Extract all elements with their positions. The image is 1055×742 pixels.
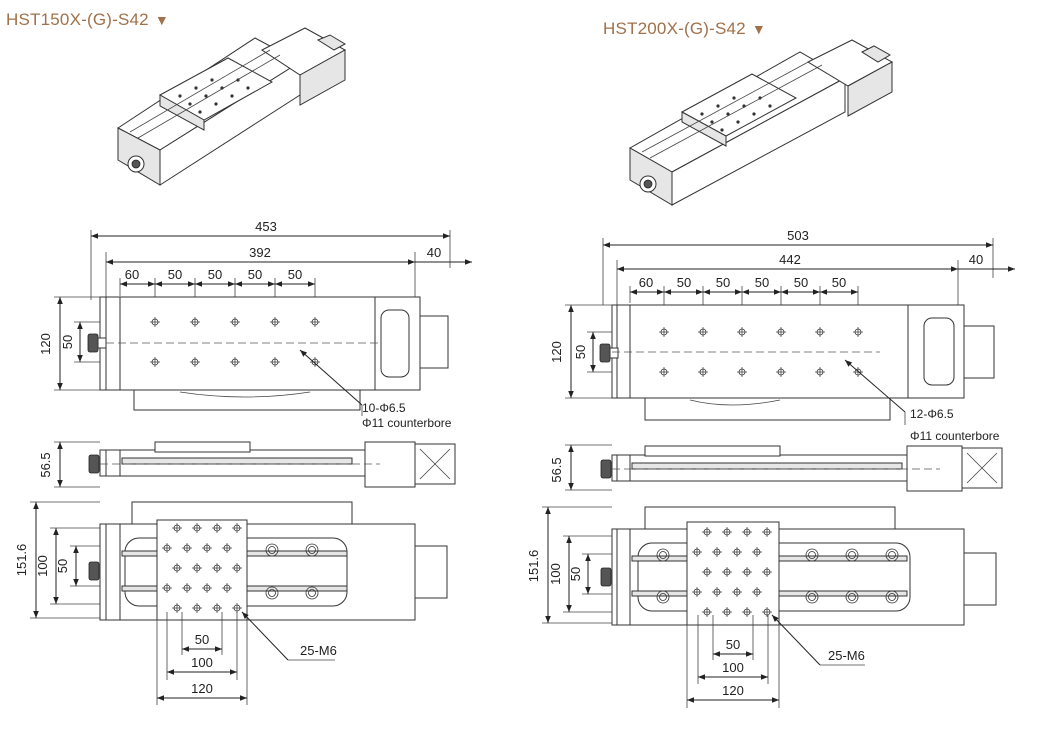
right-side-view bbox=[565, 444, 1003, 492]
right-dim-table-span: 100 bbox=[722, 660, 744, 675]
right-dim-pitch-5: 50 bbox=[832, 275, 846, 290]
right-dim-top-width: 100 bbox=[548, 563, 563, 585]
right-bottom-view bbox=[542, 506, 997, 708]
right-dim-top-height: 151.6 bbox=[526, 550, 541, 583]
right-dim-motor: 40 bbox=[969, 252, 983, 267]
left-dim-table-pitch: 50 bbox=[195, 632, 209, 647]
left-side-view bbox=[54, 441, 456, 488]
right-dimension-labels: 503 442 40 60 50 50 50 50 50 120 50 12-Φ… bbox=[526, 228, 1000, 698]
left-dimension-labels: 453 392 40 60 50 50 50 50 120 50 10-Φ6.5… bbox=[14, 219, 452, 696]
left-dim-table-width: 120 bbox=[191, 681, 213, 696]
right-dim-pitch-2: 50 bbox=[716, 275, 730, 290]
left-plan-view bbox=[54, 230, 472, 416]
left-dim-counterbore: Φ11 counterbore bbox=[362, 416, 452, 430]
left-title-text: HST150X-(G)-S42 bbox=[6, 10, 149, 29]
left-dim-first: 60 bbox=[125, 267, 139, 282]
right-dim-pitch-3: 50 bbox=[755, 275, 769, 290]
left-dim-pitch-2: 50 bbox=[208, 267, 222, 282]
right-dim-side-height: 56.5 bbox=[549, 457, 564, 482]
left-dim-top-width: 100 bbox=[35, 555, 50, 577]
left-dim-pitch-3: 50 bbox=[248, 267, 262, 282]
left-model-title: HST150X-(G)-S42 ▼ bbox=[6, 10, 169, 30]
left-bottom-view bbox=[30, 501, 448, 705]
left-dim-height: 120 bbox=[38, 333, 53, 355]
left-iso-view bbox=[117, 27, 347, 186]
right-model-title: HST200X-(G)-S42 ▼ bbox=[603, 19, 766, 39]
right-dim-holes: 12-Φ6.5 bbox=[910, 407, 954, 421]
right-dim-first: 60 bbox=[639, 275, 653, 290]
right-dim-counterbore: Φ11 counterbore bbox=[910, 429, 1000, 443]
right-iso-view bbox=[628, 39, 894, 206]
left-dim-holes: 10-Φ6.5 bbox=[362, 401, 406, 415]
right-dim-height: 120 bbox=[549, 341, 564, 363]
left-dim-motor: 40 bbox=[427, 245, 441, 260]
left-dim-rail-gap: 50 bbox=[60, 335, 75, 349]
down-triangle-icon: ▼ bbox=[751, 21, 766, 37]
down-triangle-icon: ▼ bbox=[154, 12, 169, 28]
right-title-text: HST200X-(G)-S42 bbox=[603, 19, 746, 38]
left-dim-top-height: 151.6 bbox=[14, 544, 29, 577]
left-dim-pitch-1: 50 bbox=[168, 267, 182, 282]
left-dim-table-span: 100 bbox=[191, 655, 213, 670]
right-plan-view bbox=[565, 238, 1015, 425]
right-dim-body: 442 bbox=[779, 252, 801, 267]
left-dim-pitch-4: 50 bbox=[288, 267, 302, 282]
right-dim-table-pitch: 50 bbox=[726, 637, 740, 652]
right-dim-pitch-4: 50 bbox=[794, 275, 808, 290]
right-dim-table-width: 120 bbox=[722, 683, 744, 698]
right-dim-rail-gap: 50 bbox=[573, 345, 588, 359]
left-dim-overall: 453 bbox=[255, 219, 277, 234]
left-dim-tapped: 25-M6 bbox=[300, 643, 337, 658]
left-dim-body: 392 bbox=[249, 245, 271, 260]
right-dim-pitch-1: 50 bbox=[677, 275, 691, 290]
right-dim-overall: 503 bbox=[787, 228, 809, 243]
left-dim-side-height: 56.5 bbox=[38, 452, 53, 477]
left-dim-top-inner: 50 bbox=[55, 559, 70, 573]
right-dim-tapped: 25-M6 bbox=[828, 648, 865, 663]
right-dim-top-inner: 50 bbox=[568, 567, 583, 581]
